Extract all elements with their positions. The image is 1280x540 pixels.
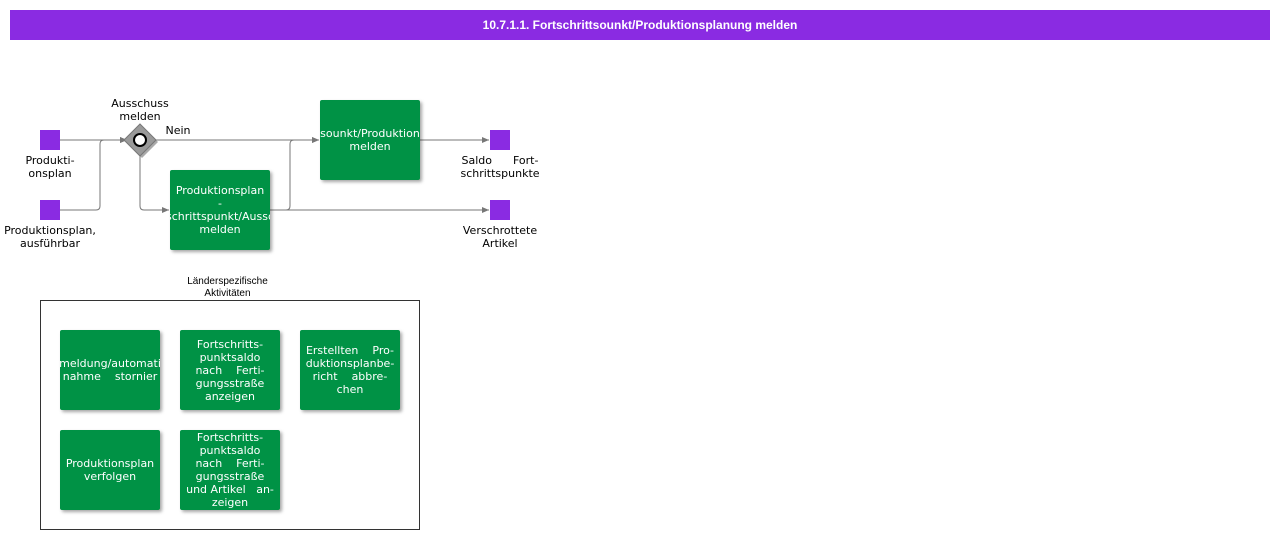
diagram-title-bar: 10.7.1.1. Fortschrittsounkt/Produktionsp… xyxy=(10,10,1270,40)
pool-task-cancel-report[interactable]: Erstellten Pro- duktionsplanbe- richt ab… xyxy=(300,330,400,410)
pool-title: Länderspezifische Aktivitäten xyxy=(187,276,268,299)
end-event-progress-balance xyxy=(490,130,510,150)
country-specific-pool xyxy=(40,300,420,530)
flow-scrap-to-progress xyxy=(270,137,319,211)
pool-task-track-plan[interactable]: Produktionsplan verfolgen xyxy=(60,430,160,510)
flow-start2-to-gateway xyxy=(60,137,127,211)
end-event-scrapped-items xyxy=(490,200,510,220)
start-event-production-plan xyxy=(40,130,60,150)
start-event-plan-executable-label: Produktionsplan, ausführbar xyxy=(4,224,96,250)
pool-task-balance-by-line-item[interactable]: Fortschritts- punktsaldo nach Ferti- gun… xyxy=(180,430,280,510)
task-report-progress-label: sounkt/Produktion melden xyxy=(320,127,420,153)
pool-task-track-plan-label: Produktionsplan verfolgen xyxy=(65,457,155,483)
flow-label-no: Nein xyxy=(165,124,191,137)
gateway-marker-icon xyxy=(133,133,147,147)
pool-task-cancel-label: meldung/automati nahme stornier xyxy=(60,357,160,383)
start-event-production-plan-label: Produkti- onsplan xyxy=(25,154,75,180)
end-event-progress-balance-label: Saldo Fort- schrittspunkte xyxy=(460,154,540,180)
exclusive-gateway xyxy=(123,123,158,158)
end-event-scrapped-items-label: Verschrottete Artikel xyxy=(462,224,538,250)
start-event-plan-executable xyxy=(40,200,60,220)
task-report-scrap[interactable]: Produktionsplan - schrittspunkt/Aussc me… xyxy=(170,170,270,250)
pool-task-cancel-report-label: Erstellten Pro- duktionsplanbe- richt ab… xyxy=(305,344,395,396)
pool-task-cancel[interactable]: meldung/automati nahme stornier xyxy=(60,330,160,410)
task-report-progress[interactable]: sounkt/Produktion melden xyxy=(320,100,420,180)
flow-gateway-to-scrap xyxy=(139,153,169,213)
pool-task-balance-by-line-item-label: Fortschritts- punktsaldo nach Ferti- gun… xyxy=(186,431,274,509)
diagram-title: 10.7.1.1. Fortschrittsounkt/Produktionsp… xyxy=(482,18,798,32)
pool-task-balance-by-line[interactable]: Fortschritts- punktsaldo nach Ferti- gun… xyxy=(180,330,280,410)
gateway-label: Ausschuss melden xyxy=(111,97,169,123)
pool-task-balance-by-line-label: Fortschritts- punktsaldo nach Ferti- gun… xyxy=(195,337,265,403)
task-report-scrap-label: Produktionsplan - schrittspunkt/Aussc me… xyxy=(170,184,270,236)
